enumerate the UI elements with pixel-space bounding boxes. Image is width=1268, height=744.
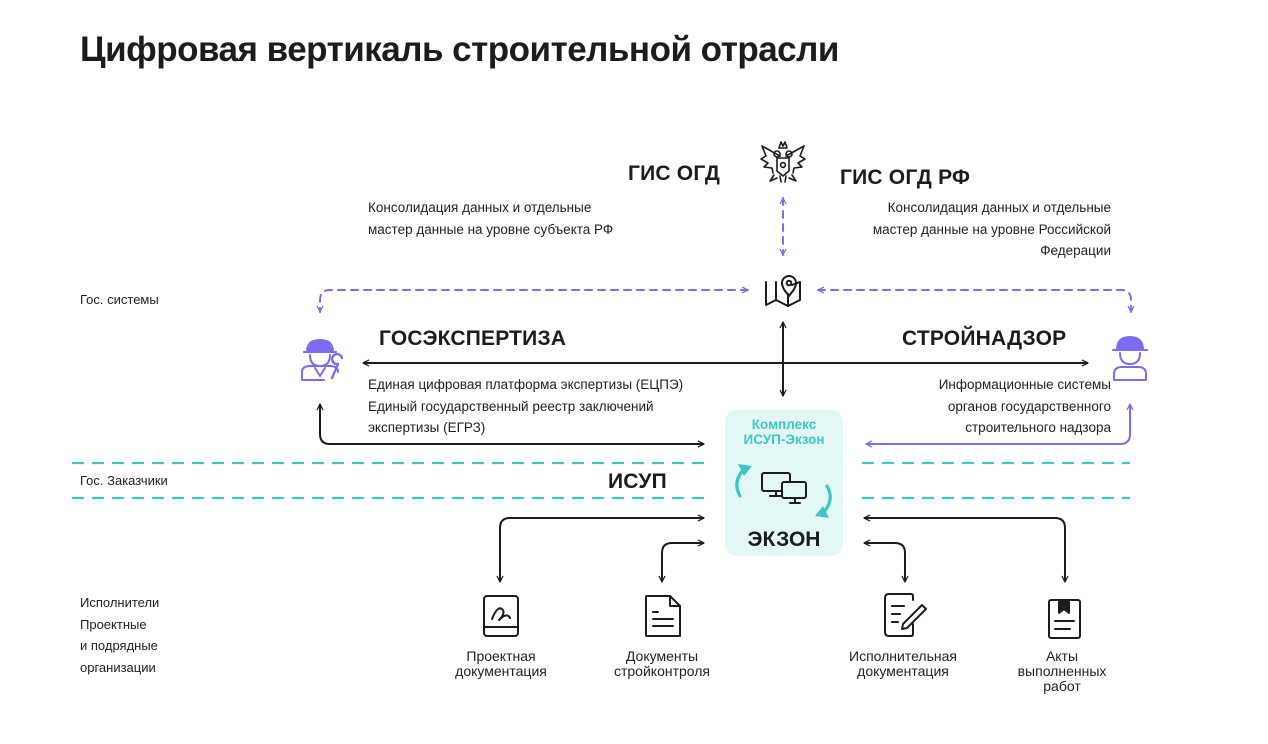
eagle-emblem-icon <box>760 141 806 183</box>
complex-title: Комплекс ИСУП-Экзон <box>725 417 843 447</box>
connector-complex-acts <box>863 514 1069 583</box>
doc-label-line: Акты <box>1045 648 1079 664</box>
executors-line: Проектные <box>80 616 147 632</box>
doc-label-line: Документы <box>625 648 699 664</box>
map-pin-icon <box>765 275 801 307</box>
doc-label-executive: Исполнительная документация <box>828 649 978 679</box>
executors-line: Исполнители <box>80 595 160 610</box>
engineer-helmet-icon <box>1112 336 1148 381</box>
row-separators <box>72 461 1130 500</box>
doc-label-line: документация <box>857 663 949 679</box>
gis-ogd-label: ГИС ОГД <box>628 162 721 185</box>
acts-icon <box>1048 599 1081 639</box>
desc-line: Консолидация данных и отдельные <box>368 200 592 215</box>
connector-complex-executive-doc <box>863 539 909 583</box>
design-doc-icon <box>483 595 519 637</box>
desc-line: Консолидация данных и отдельные <box>887 200 1111 215</box>
gosexpertiza-label: ГОСЭКСПЕРТИЗА <box>379 327 567 350</box>
desc-line: Единая цифровая платформа экспертизы (ЕЦ… <box>368 377 684 392</box>
doc-label-design: Проектная документация <box>431 649 571 679</box>
purple-connectors <box>316 197 1135 313</box>
doc-label-control: Документы стройконтроля <box>592 649 732 679</box>
executive-doc-icon <box>884 593 927 637</box>
doc-label-line: работ <box>1043 678 1081 694</box>
sync-arrowheads <box>738 464 829 518</box>
doc-label-line: Исполнительная <box>849 648 957 664</box>
connector-map-gosexpertiza <box>316 286 749 313</box>
gis-ogd-rf-label: ГИС ОГД РФ <box>840 166 971 189</box>
connector-gosexpertiza-complex <box>316 403 705 448</box>
connector-complex-design-doc <box>496 514 705 583</box>
desc-line: Федерации <box>1040 243 1111 258</box>
executors-line: организации <box>80 659 156 675</box>
connector-complex-control-doc <box>658 539 705 583</box>
gis-ogd-description: Консолидация данных и отдельные мастер д… <box>368 197 613 240</box>
connector-stroynadzor-complex <box>865 403 1134 448</box>
isup-label: ИСУП <box>608 470 667 493</box>
control-doc-icon <box>645 595 681 637</box>
row-label-gov-customers: Гос. Заказчики <box>80 473 168 488</box>
desc-line: мастер данные на уровне Российской <box>872 221 1111 237</box>
connector-map-stroynadzor <box>817 286 1135 313</box>
gis-ogd-rf-description: Консолидация данных и отдельные мастер д… <box>820 197 1111 262</box>
page-title: Цифровая вертикаль строительной отрасли <box>80 30 839 69</box>
executors-line: и подрядные <box>80 638 158 653</box>
stroynadzor-label: СТРОЙНАДЗОР <box>902 327 1067 350</box>
complex-title-line: ИСУП-Экзон <box>743 432 825 447</box>
doc-label-acts: Акты выполненных работ <box>997 649 1127 694</box>
complex-title-line: Комплекс <box>751 417 817 432</box>
black-connectors <box>316 321 1089 583</box>
doc-label-line: Проектная <box>466 648 536 664</box>
row-label-gov-systems: Гос. системы <box>80 292 159 307</box>
desc-line: Информационные системы <box>938 377 1111 392</box>
doc-label-line: выполненных <box>1017 663 1107 679</box>
row-label-executors: Исполнители Проектные и подрядные органи… <box>80 592 159 678</box>
computers-icon <box>761 472 807 504</box>
desc-line: мастер данные на уровне субъекта РФ <box>368 221 614 237</box>
doc-label-line: стройконтроля <box>613 663 711 679</box>
doc-label-line: документация <box>455 663 547 679</box>
engineer-wrench-icon <box>301 339 344 381</box>
exon-label: ЭКЗОН <box>747 528 821 551</box>
